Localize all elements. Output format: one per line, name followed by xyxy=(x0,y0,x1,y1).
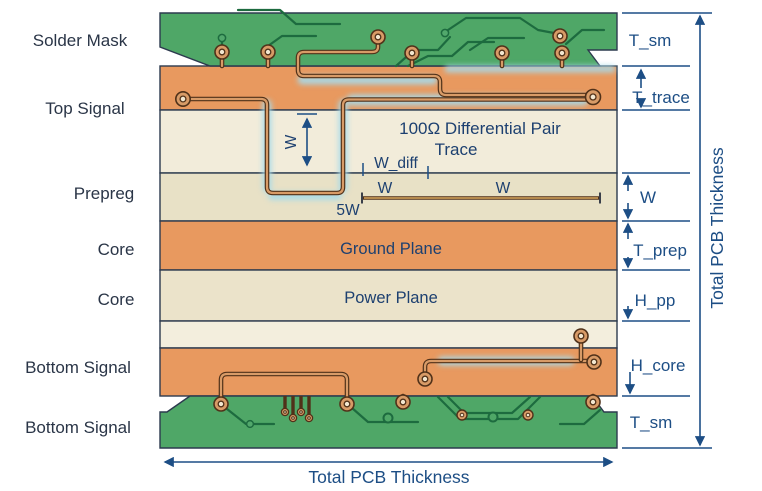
pads xyxy=(175,28,602,423)
layer-core-ground xyxy=(159,220,618,271)
via-dot xyxy=(217,33,227,43)
dim-label-h-core: H_core xyxy=(631,356,686,375)
label-core-1: Core xyxy=(98,240,135,259)
via-ring xyxy=(382,412,394,424)
power-plane-label: Power Plane xyxy=(344,289,438,307)
w-diff-label: W_diff xyxy=(374,155,418,172)
dim-label-t-prep: T_prep xyxy=(633,241,687,260)
layer-solder-mask-top xyxy=(159,12,618,67)
diff-pair-title-line1: 100Ω Differential Pair xyxy=(399,119,561,138)
top-signal-traces xyxy=(187,41,589,196)
label-top-signal: Top Signal xyxy=(45,99,124,118)
layer-prepreg-upper xyxy=(159,109,618,174)
layer-inner-dielectric xyxy=(159,320,618,349)
label-bottom-signal-1: Bottom Signal xyxy=(25,358,131,377)
label-solder-mask-top: Solder Mask xyxy=(33,31,128,50)
dimension-lines xyxy=(163,12,712,468)
dim-label-t-trace: T_trace xyxy=(632,88,690,107)
via-dot xyxy=(245,419,255,429)
label-core-2: Core xyxy=(98,290,135,309)
dim-label-w: W xyxy=(640,188,656,207)
w-right-label: W xyxy=(496,180,511,197)
top-solder-mask-artwork xyxy=(217,8,606,68)
via-ring xyxy=(487,411,499,423)
label-bottom-signal-2: Bottom Signal xyxy=(25,418,131,437)
label-prepreg: Prepreg xyxy=(74,184,134,203)
labels: Solder Mask Top Signal Prepreg Core Core… xyxy=(25,31,727,487)
total-thickness-label-horizontal: Total PCB Thickness xyxy=(308,467,469,487)
dim-label-t-sm-top: T_sm xyxy=(629,31,672,50)
measured-trace xyxy=(361,192,601,204)
w-left-label: W xyxy=(378,180,393,197)
dim-label-h-pp: H_pp xyxy=(635,291,676,310)
ground-plane-label: Ground Plane xyxy=(340,240,442,258)
bottom-solder-mask-artwork xyxy=(225,395,602,429)
dim-label-t-sm-bottom: T_sm xyxy=(630,413,673,432)
total-thickness-label-vertical: Total PCB Thickness xyxy=(707,147,727,308)
via-dot xyxy=(440,28,450,38)
five-w-label: 5W xyxy=(336,202,360,219)
diff-pair-title-line2: Trace xyxy=(435,140,478,159)
trace-depth-label: W xyxy=(283,134,300,149)
